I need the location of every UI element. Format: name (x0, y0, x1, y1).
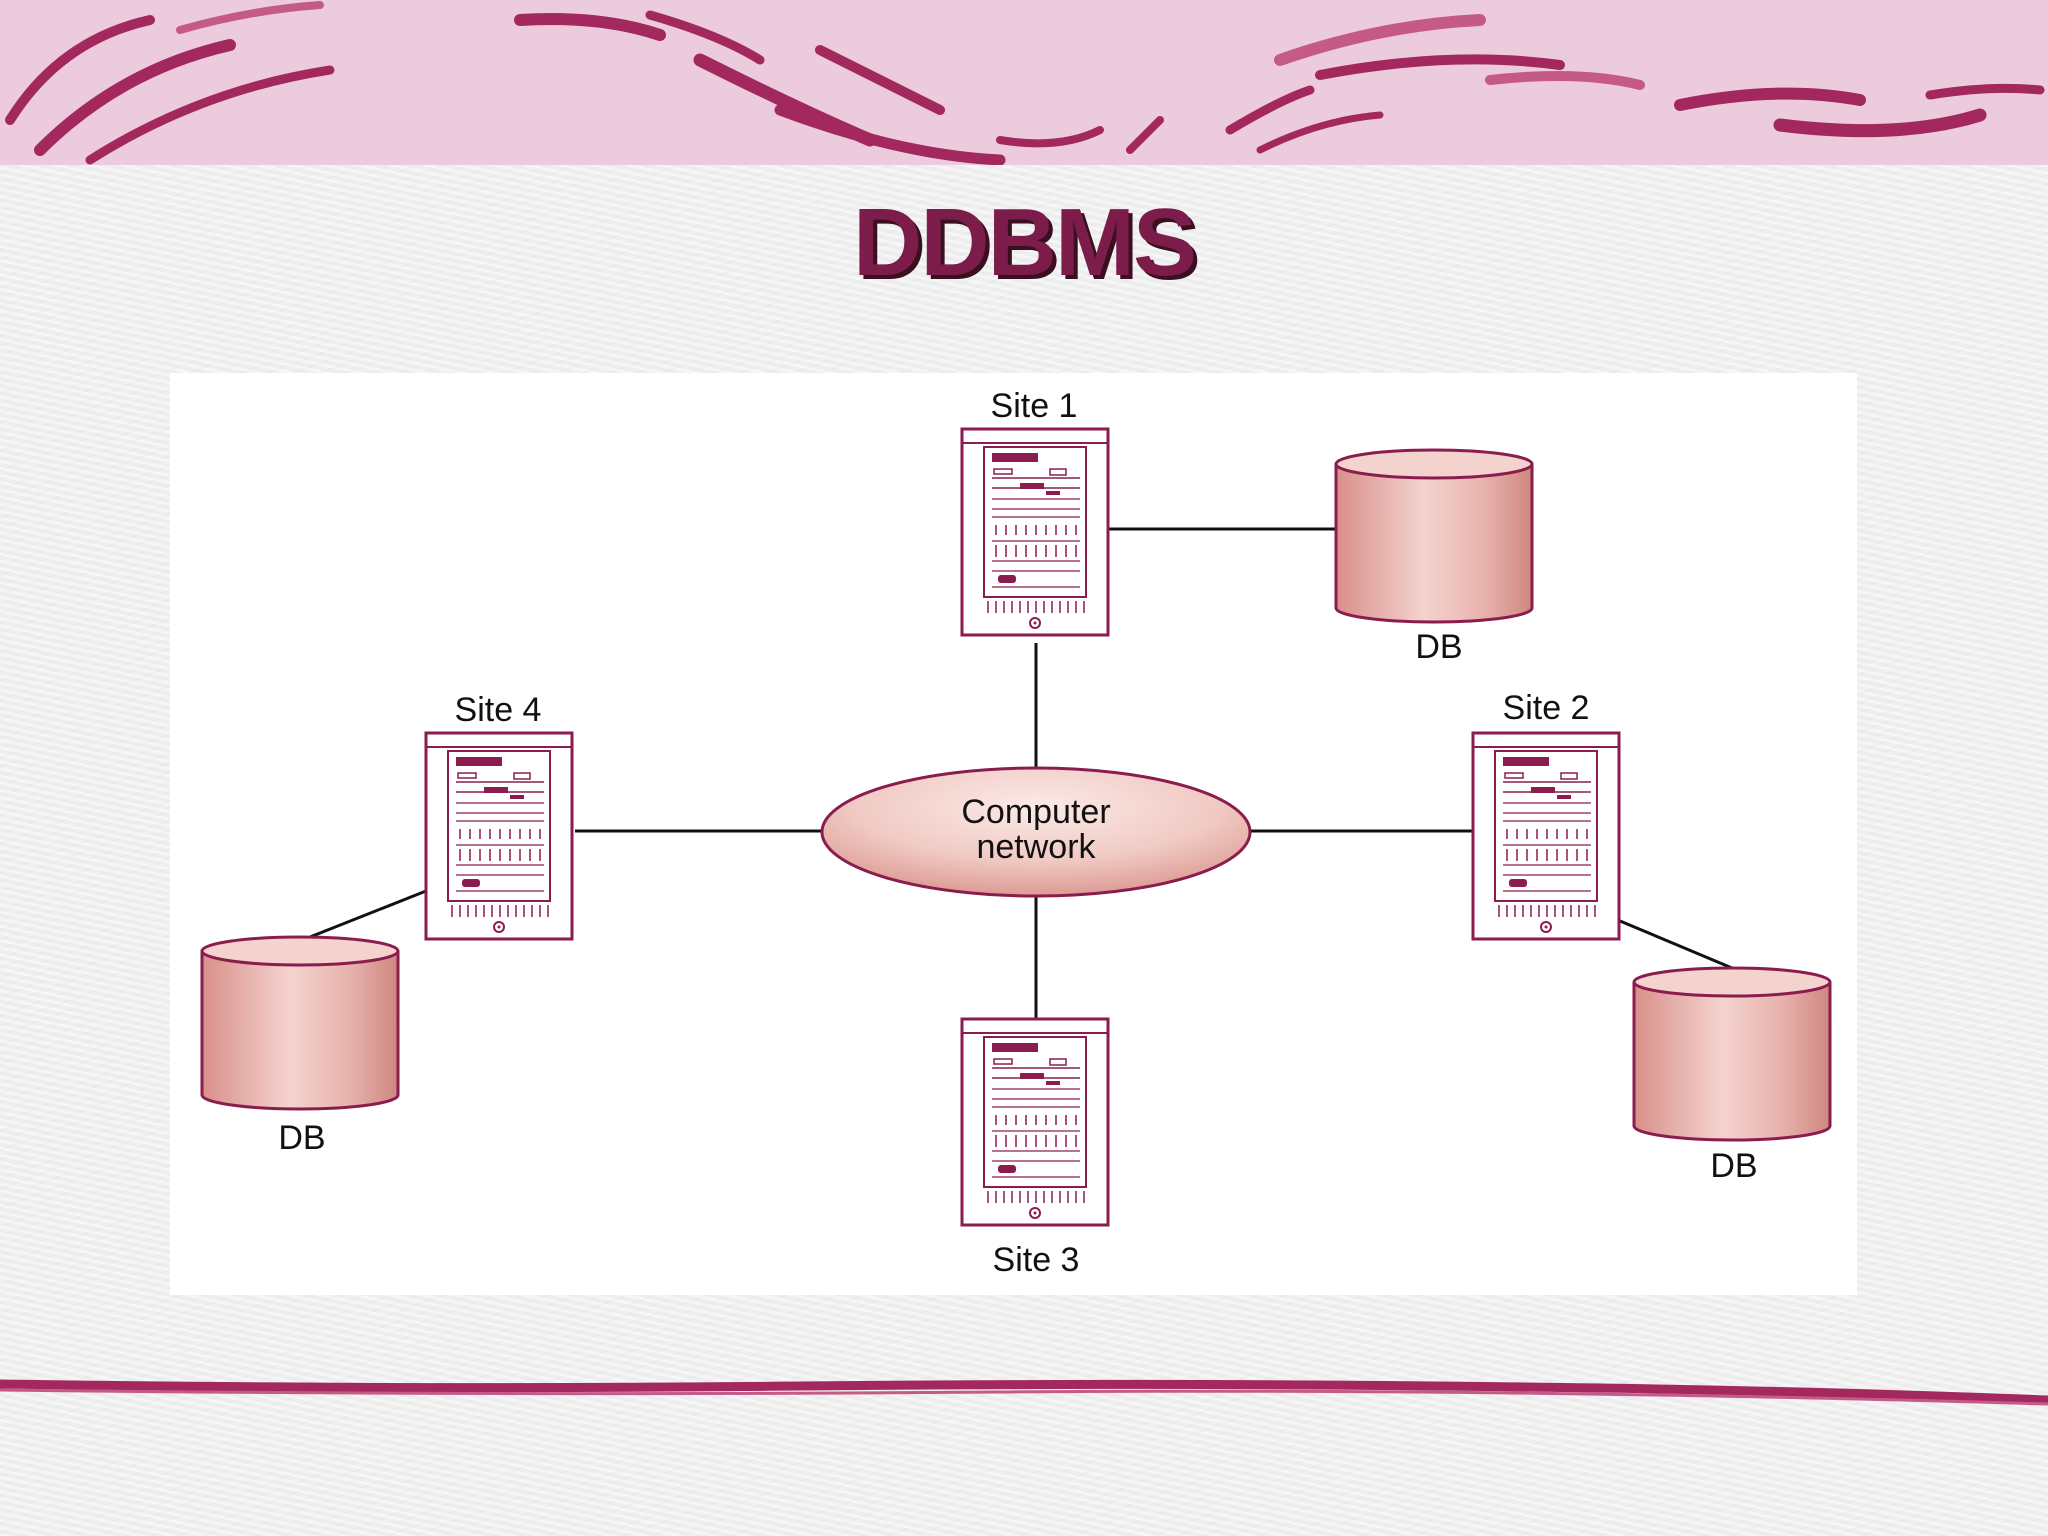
banner-brush-strokes (5, 1, 2045, 165)
site-3-server-icon (960, 1017, 1110, 1227)
network-label-line1: Computer (961, 793, 1110, 831)
site-3: Site 3 (960, 1017, 1110, 1279)
network-label-line2: network (976, 828, 1096, 866)
site-1-label: Site 1 (991, 387, 1078, 425)
decorative-banner (0, 0, 2048, 165)
site-1-server-icon (960, 427, 1110, 637)
site-1-db-cylinder (1334, 448, 1534, 624)
site-4: Site 4 (424, 691, 574, 941)
site-2: Site 2 (1471, 689, 1621, 941)
ddbms-network-diagram: Computer network Site 1 DB Site 2 DB Sit… (200, 387, 1832, 1279)
site-4-db-label: DB (278, 1119, 325, 1157)
site-2-db-cylinder (1632, 966, 1832, 1142)
bottom-decorative-rule (0, 1379, 2048, 1406)
site-1-db-label: DB (1415, 628, 1462, 666)
computer-network-node: Computer network (820, 766, 1252, 898)
site-4-db-cylinder (200, 935, 400, 1111)
site-3-label: Site 3 (993, 1241, 1080, 1279)
diagram-panel: Computer network Site 1 DB Site 2 DB Sit… (170, 373, 1857, 1295)
site-2-server-icon (1471, 731, 1621, 941)
connection-lines (309, 527, 1733, 1019)
link-site4-db (309, 889, 427, 939)
site-2-label: Site 2 (1503, 689, 1590, 727)
site-2-db-label: DB (1710, 1147, 1757, 1185)
site-1: Site 1 (960, 387, 1110, 637)
link-site2-db (1619, 919, 1733, 970)
site-4-server-icon (424, 731, 574, 941)
site-4-label: Site 4 (455, 691, 542, 729)
slide-title: DDBMS (853, 189, 1197, 296)
